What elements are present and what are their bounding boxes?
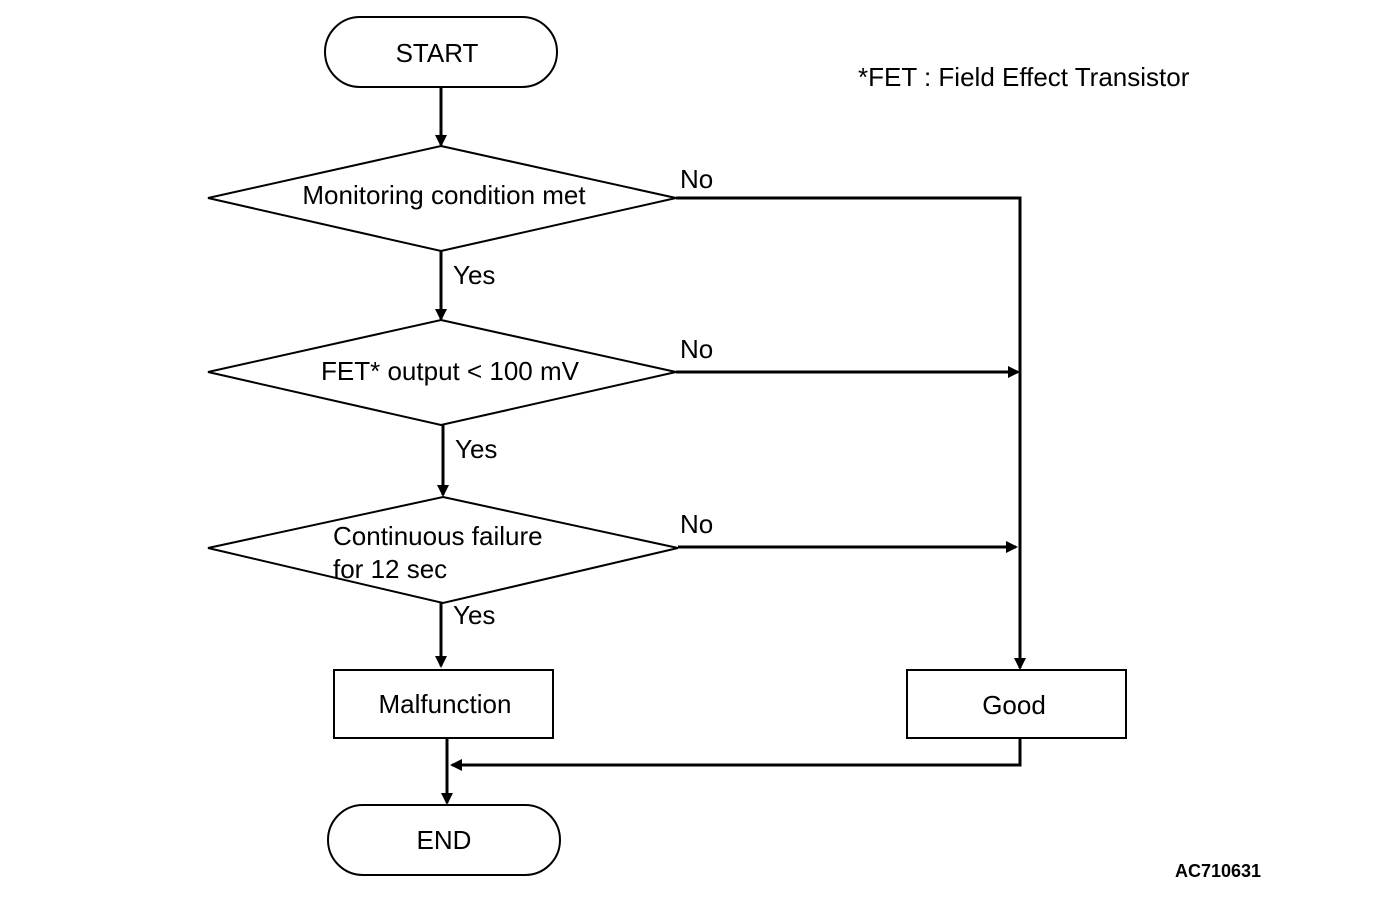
decision2-diamond [207,318,677,427]
decision3-no-label: No [680,509,713,539]
good-label: Good [982,690,1046,720]
figure-code: AC710631 [1175,861,1261,881]
decision1-label: Monitoring condition met [302,180,586,210]
end-label: END [417,825,472,855]
decision3-yes-label: Yes [453,600,495,630]
decision3-label-line2: for 12 sec [333,554,447,584]
decision1-no-label: No [680,164,713,194]
decision3-diamond [207,495,679,605]
footnote: *FET : Field Effect Transistor [858,62,1190,92]
decision2-no-label: No [680,334,713,364]
good-box [906,669,1127,739]
start-label: START [396,38,479,68]
connector-good-to-merge [450,738,1022,771]
decision3-label-line1: Continuous failure [333,521,543,551]
decision2-label: FET* output < 100 mV [321,356,580,386]
malfunction-label: Malfunction [379,689,512,719]
malfunction-box [333,669,554,739]
connector-decision1-no [676,196,1026,670]
decision1-yes-label: Yes [453,260,495,290]
decision2-yes-label: Yes [455,434,497,464]
end-terminal [327,804,561,876]
